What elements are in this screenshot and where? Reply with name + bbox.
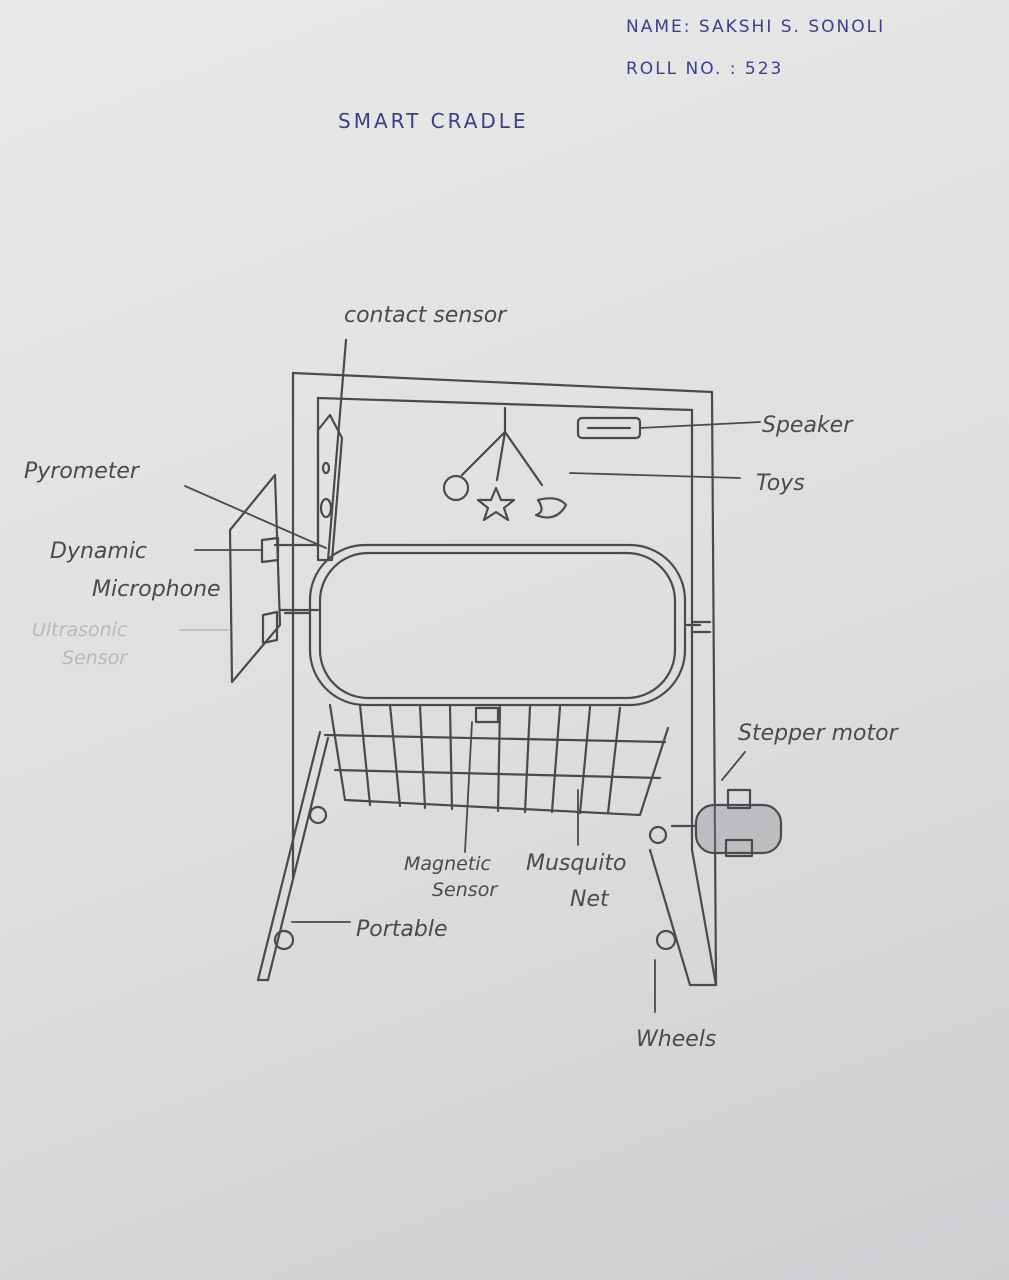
label-musquito: Musquito — [526, 851, 627, 876]
label-net: Net — [570, 887, 610, 912]
cradle-basket — [285, 545, 700, 815]
label-ultrasonic: Ultrasonic — [32, 619, 128, 641]
label-pyrometer: Pyrometer — [24, 459, 141, 484]
label-ultrasonic-sensor: Sensor — [62, 647, 128, 669]
toys-mobile — [444, 408, 566, 520]
label-wheels: Wheels — [636, 1027, 716, 1052]
label-microphone: Microphone — [92, 577, 221, 602]
label-magnetic-sensor: Sensor — [432, 879, 498, 901]
label-stepper-motor: Stepper motor — [738, 721, 900, 746]
label-contact-sensor: contact sensor — [344, 303, 508, 328]
page-title: SMART CRADLE — [338, 109, 529, 133]
wheels — [275, 807, 675, 949]
name-line: NAME: SAKSHI S. SONOLI — [626, 17, 885, 37]
side-sensor-panel — [230, 475, 280, 682]
speaker-box — [578, 418, 640, 438]
label-speaker: Speaker — [762, 413, 854, 438]
stepper-motor — [672, 790, 781, 856]
label-portable: Portable — [356, 917, 448, 942]
label-magnetic: Magnetic — [404, 853, 492, 875]
label-dynamic: Dynamic — [50, 539, 147, 564]
roll-line: ROLL NO. : 523 — [626, 59, 783, 79]
label-toys: Toys — [756, 471, 805, 496]
contact-sensor-post — [318, 340, 346, 560]
